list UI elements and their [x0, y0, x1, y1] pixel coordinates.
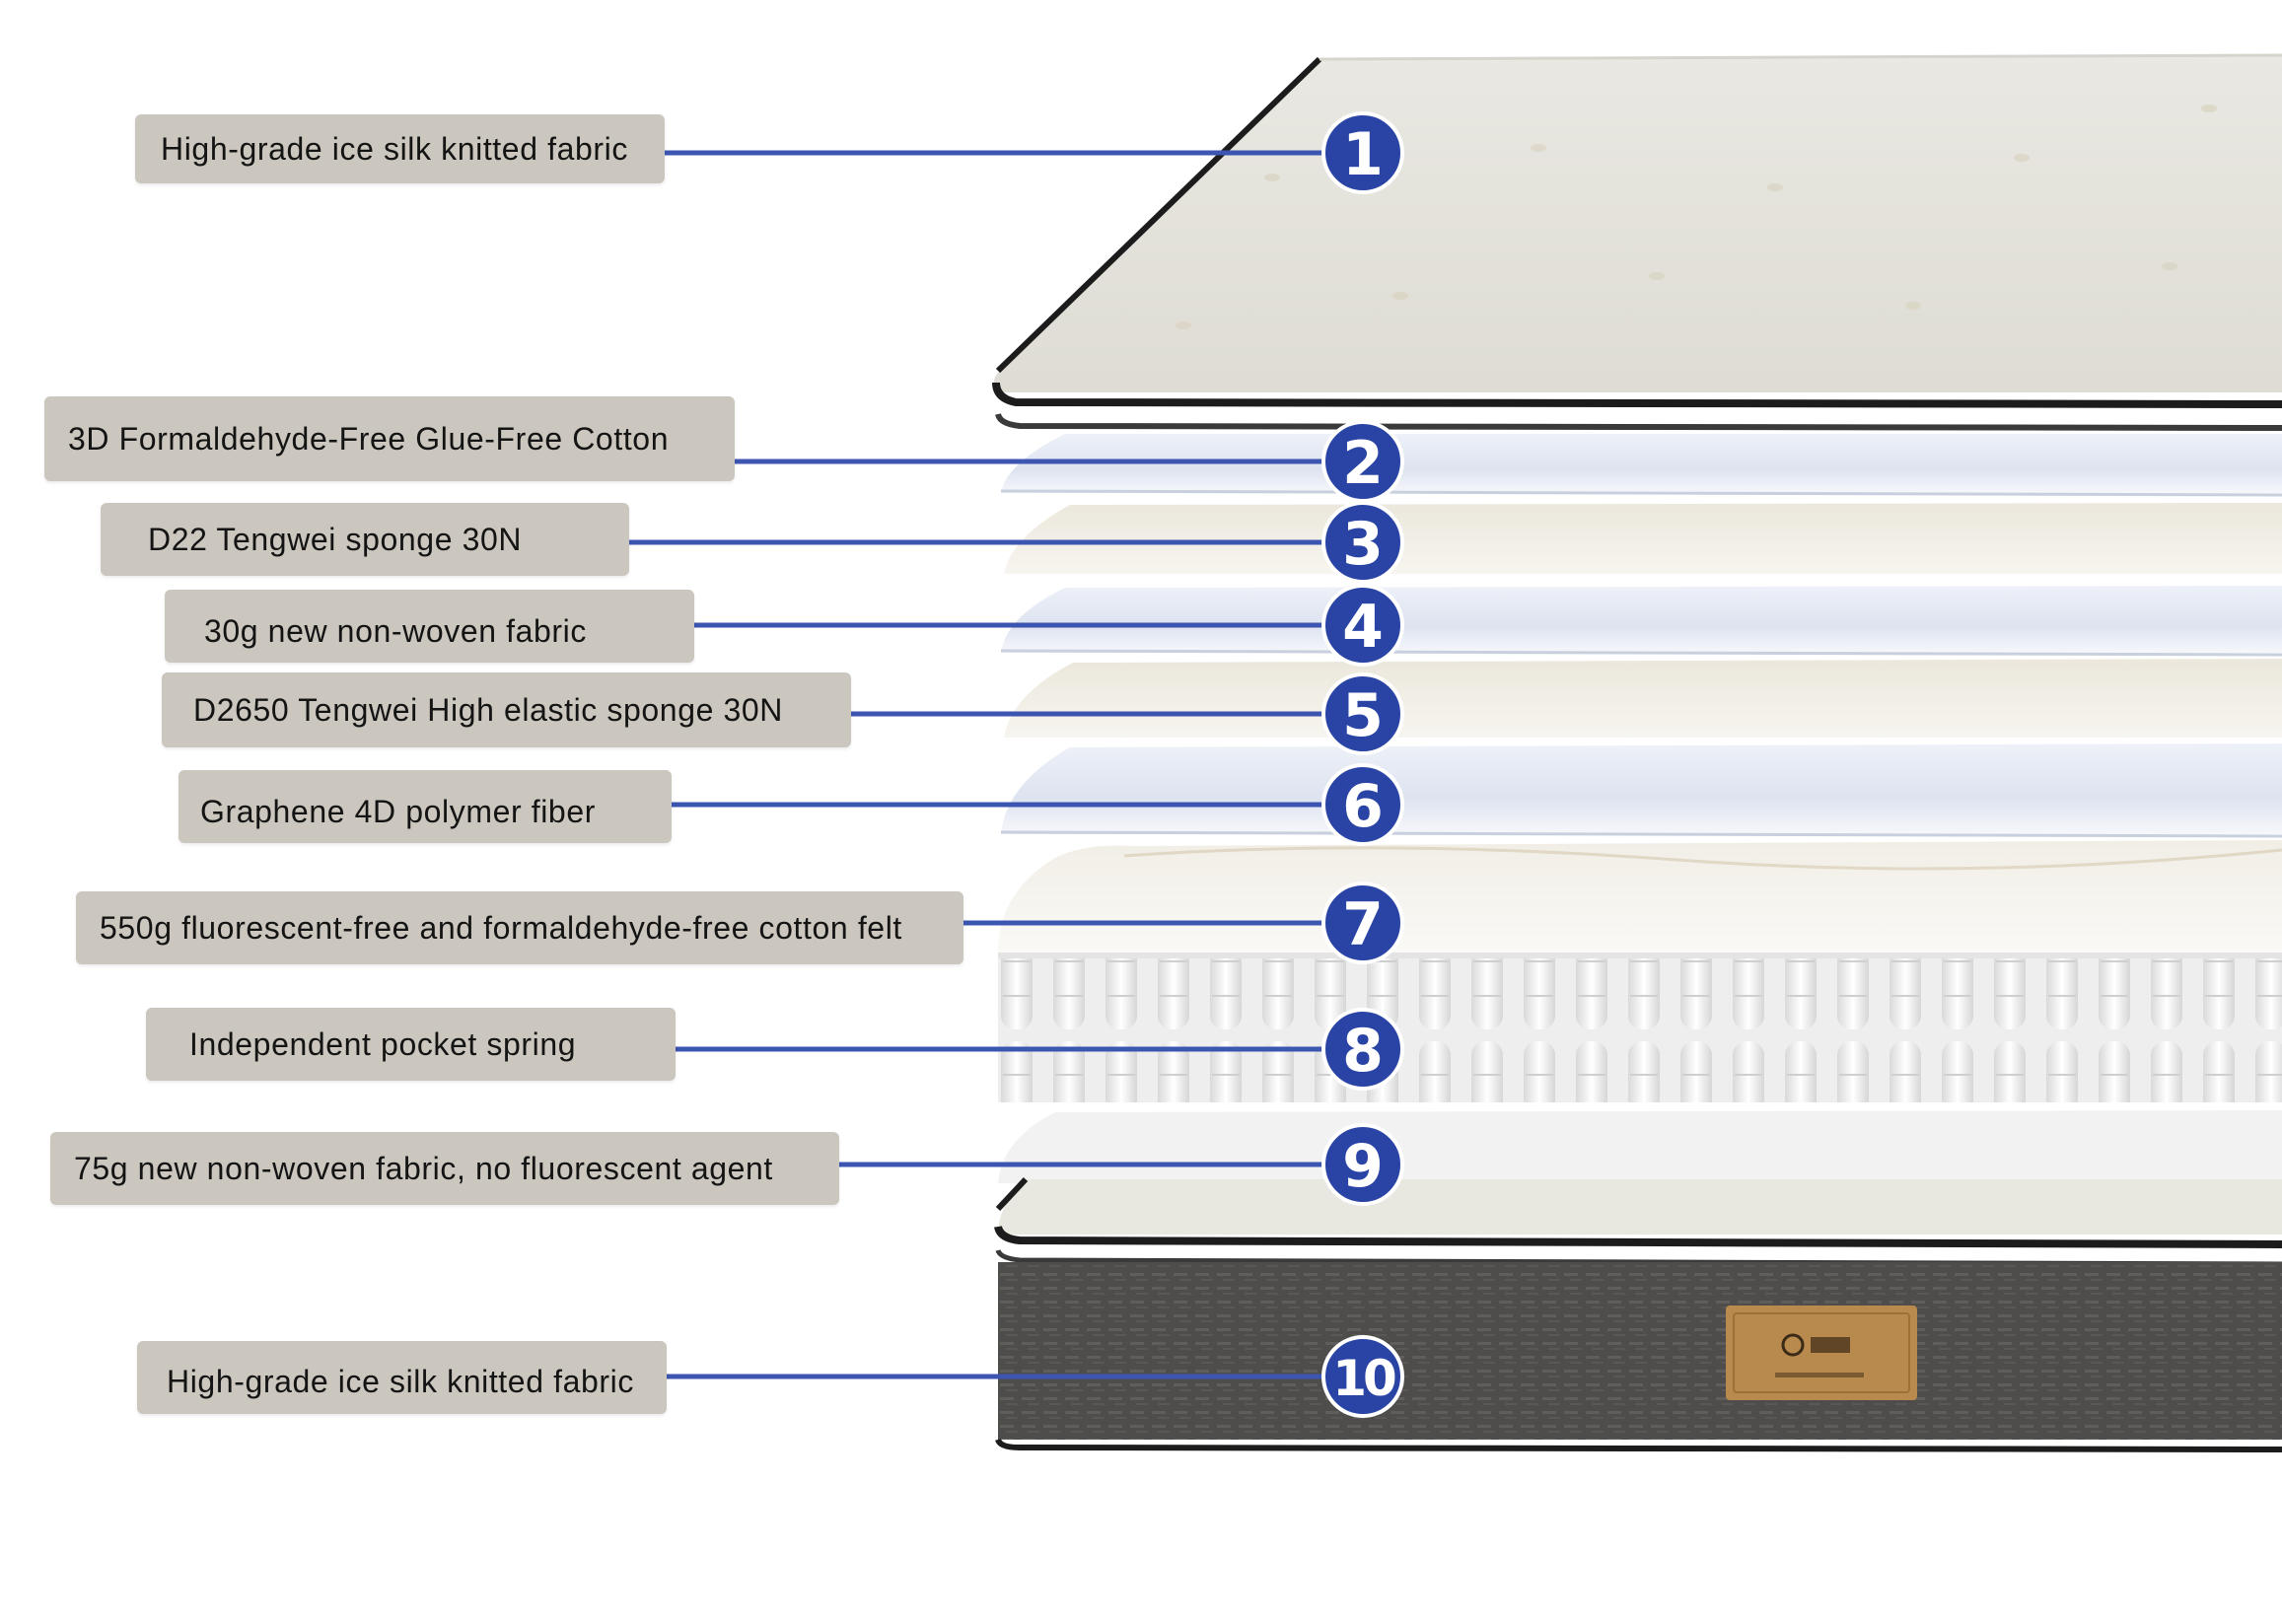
layer-6-sheet	[1000, 743, 2282, 838]
layer-label-10: High-grade ice silk knitted fabric	[137, 1341, 667, 1414]
marker-circle	[1321, 763, 1404, 846]
marker-circle	[1321, 111, 1404, 194]
layer-8-pocket-springs	[998, 953, 2282, 1102]
layer-9-sheet	[998, 1110, 2282, 1183]
layer-label-text: D2650 Tengwei High elastic sponge 30N	[193, 691, 783, 728]
layer-label-text: 75g new non-woven fabric, no fluorescent…	[74, 1150, 773, 1186]
marker-number: 8	[1342, 1017, 1384, 1086]
layer-marker-4: 4	[1321, 584, 1404, 667]
marker-number: 2	[1342, 429, 1384, 498]
layer-marker-7: 7	[1321, 882, 1404, 964]
layer-marker-1: 1	[1321, 111, 1404, 194]
layer-label-4: 30g new non-woven fabric	[165, 590, 694, 663]
marker-number: 10	[1332, 1350, 1395, 1407]
layer-7-felt	[998, 840, 2282, 953]
layer-marker-3: 3	[1321, 501, 1404, 584]
layer-1-top-fabric	[992, 53, 2282, 431]
layer-number-markers: 1 2 3 4 5 6 7 8 9 10	[1321, 111, 1404, 1418]
layer-label-text: Graphene 4D polymer fiber	[200, 793, 596, 829]
layer-marker-10: 10	[1321, 1335, 1404, 1418]
marker-circle	[1321, 501, 1404, 584]
marker-number: 3	[1342, 510, 1384, 579]
layer-marker-6: 6	[1321, 763, 1404, 846]
layer-label-1: High-grade ice silk knitted fabric	[135, 114, 665, 183]
marker-number: 5	[1342, 681, 1384, 750]
layer-4-sheet	[1000, 586, 2282, 657]
layer-label-5: D2650 Tengwei High elastic sponge 30N	[162, 672, 851, 747]
brand-tag-logo	[1726, 1306, 1917, 1400]
layer-label-text: 30g new non-woven fabric	[204, 612, 587, 649]
leader-lines	[629, 150, 1363, 1379]
layer-10-base	[994, 1176, 2282, 1452]
layer-label-3: D22 Tengwei sponge 30N	[101, 503, 629, 576]
marker-circle	[1321, 584, 1404, 667]
marker-number: 6	[1342, 772, 1384, 841]
layer-label-text: 3D Formaldehyde-Free Glue-Free Cotton	[68, 420, 670, 457]
marker-number: 7	[1342, 890, 1384, 959]
layer-marker-2: 2	[1321, 420, 1404, 503]
layer-label-6: Graphene 4D polymer fiber	[178, 770, 672, 843]
marker-circle	[1321, 1008, 1404, 1091]
layer-2-sheet	[1000, 434, 2282, 497]
layer-label-7: 550g fluorescent-free and formaldehyde-f…	[76, 891, 963, 964]
layer-label-text: D22 Tengwei sponge 30N	[148, 521, 523, 557]
layer-label-text: High-grade ice silk knitted fabric	[167, 1363, 634, 1399]
marker-circle	[1321, 882, 1404, 964]
layer-marker-5: 5	[1321, 672, 1404, 755]
marker-number: 4	[1342, 593, 1384, 662]
layer-label-9: 75g new non-woven fabric, no fluorescent…	[50, 1132, 839, 1205]
layer-marker-9: 9	[1321, 1123, 1404, 1206]
layer-label-text: 550g fluorescent-free and formaldehyde-f…	[100, 909, 902, 946]
layer-label-text: Independent pocket spring	[189, 1025, 577, 1062]
marker-circle	[1321, 672, 1404, 755]
layer-marker-8: 8	[1321, 1008, 1404, 1091]
layer-label-text: High-grade ice silk knitted fabric	[161, 130, 628, 167]
layer-label-2: 3D Formaldehyde-Free Glue-Free Cotton	[44, 396, 735, 481]
marker-circle	[1321, 1335, 1404, 1418]
marker-circle	[1321, 1123, 1404, 1206]
layer-label-8: Independent pocket spring	[146, 1008, 676, 1081]
layer-3-sponge	[1004, 503, 2282, 574]
marker-number: 9	[1342, 1132, 1384, 1201]
marker-number: 1	[1342, 120, 1384, 189]
layer-5-sponge	[1004, 659, 2282, 738]
